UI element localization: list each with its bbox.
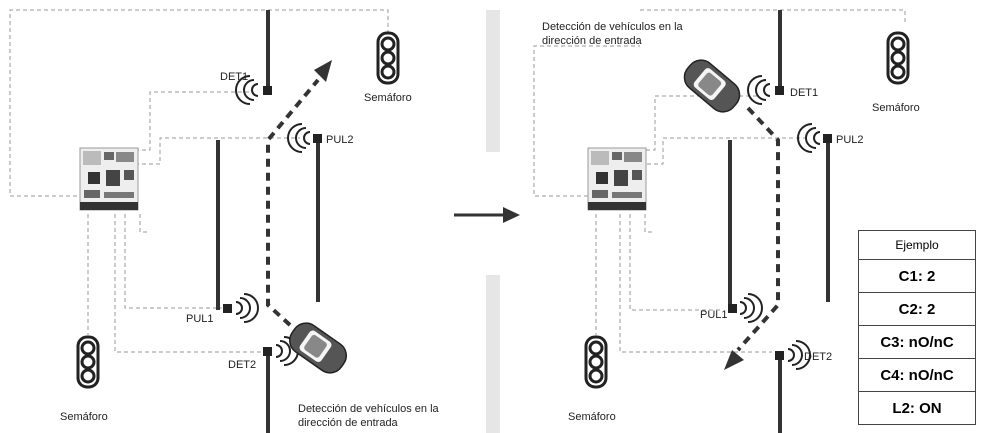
traffic-light-icon [584,335,608,389]
detection-line1: Detección de vehículos en la [298,403,440,415]
pul1-label: PUL1 [700,309,728,321]
det2-label: DET2 [228,359,256,371]
detection-line2: dirección de entrada [298,417,399,429]
semaforo-bottom-label: Semáforo [60,411,108,423]
semaforo-bottom-label: Semáforo [568,411,616,423]
traffic-light-icon [376,31,400,85]
right-panel: DET1 PUL2 PUL1 DET2 Semáforo Semáforo De… [533,9,920,433]
table-row-c3: C3: nO/nC [858,325,976,359]
control-board-icon [587,147,647,211]
det2-label: DET2 [804,351,832,363]
path-arrow-icon [314,60,332,82]
control-board-icon [79,147,139,211]
semaforo-top-label: Semáforo [872,102,920,114]
det1-label: DET1 [790,87,818,99]
traffic-light-icon [886,31,910,85]
separator-top [486,10,500,152]
detection-line2: dirección de entrada [542,35,643,47]
detection-line1: Detección de vehículos en la [542,21,684,33]
table-header: Ejemplo [858,230,976,260]
det1-label: DET1 [220,71,248,83]
traffic-light-icon [76,335,100,389]
signal-icon [797,123,821,153]
example-table: Ejemplo C1: 2 C2: 2 C3: nO/nC C4: nO/nC … [858,230,976,425]
signal-icon [739,293,763,323]
pul1-label: PUL1 [186,313,214,325]
car-icon [283,316,353,380]
table-row-c4: C4: nO/nC [858,358,976,392]
pul2-label: PUL2 [836,134,864,146]
path-arrow-icon [724,350,744,370]
table-row-l2: L2: ON [858,391,976,425]
table-row-c2: C2: 2 [858,292,976,326]
pul2-label: PUL2 [326,134,354,146]
table-row-c1: C1: 2 [858,259,976,293]
separator-bottom [486,275,500,433]
wiring [533,9,906,353]
signal-icon [235,293,259,323]
signal-icon [747,75,771,105]
left-panel: DET1 PUL2 PUL1 DET2 Semáforo Semáforo De… [9,9,440,433]
arrow-right-icon [454,207,520,223]
car-icon [677,53,747,119]
semaforo-top-label: Semáforo [364,92,412,104]
